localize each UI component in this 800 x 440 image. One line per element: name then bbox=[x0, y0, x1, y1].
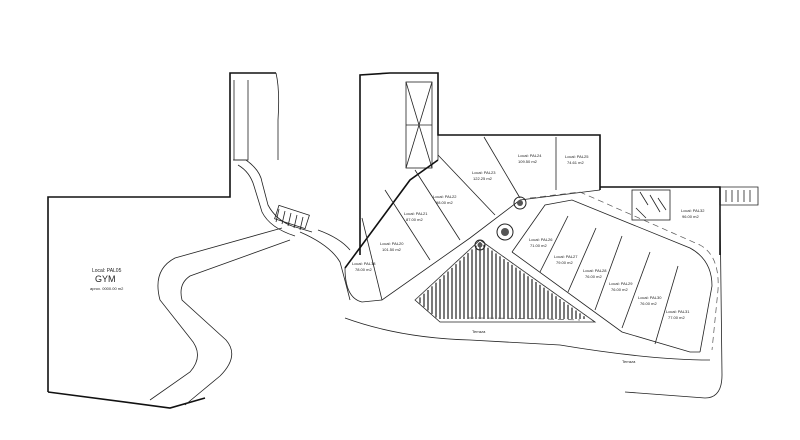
label-pal21-line2: 87.00 m2 bbox=[406, 217, 423, 222]
label-pal24-line2: 109.50 m2 bbox=[518, 159, 538, 164]
central-plaza bbox=[414, 196, 597, 323]
stair-left bbox=[274, 204, 310, 231]
label-pal26-line1: Local: PAL26 bbox=[529, 237, 553, 242]
label-pal29-line1: Local: PAL29 bbox=[609, 281, 633, 286]
label-pal20-line1: Local: PAL20 bbox=[380, 241, 404, 246]
stair-right bbox=[725, 190, 751, 202]
gym-block bbox=[47, 72, 280, 409]
label-pal27-line1: Local: PAL27 bbox=[554, 254, 578, 259]
label-pal32-line2: 96.00 m2 bbox=[682, 214, 699, 219]
label-pal30-line2: 76.00 m2 bbox=[640, 301, 657, 306]
retail-row-lower bbox=[511, 191, 719, 353]
label-pal18-line1: Local: PAL18 bbox=[352, 261, 376, 266]
unit-labels: Local: PAL05 GYM aprox. 0000.00 m2 Local… bbox=[90, 153, 705, 364]
label-pal22-line1: Local: PAL22 bbox=[433, 194, 457, 199]
wc-block bbox=[631, 189, 671, 221]
label-pal28-line1: Local: PAL28 bbox=[583, 268, 607, 273]
label-pal20-line2: 101.50 m2 bbox=[382, 247, 402, 252]
label-pal31-line1: Local: PAL31 bbox=[666, 309, 690, 314]
label-gym-line1: Local: PAL05 bbox=[92, 268, 122, 274]
label-pal21-line1: Local: PAL21 bbox=[404, 211, 428, 216]
plaza-hatching bbox=[419, 242, 585, 319]
label-pal22-line2: 98.00 m2 bbox=[436, 200, 453, 205]
label-pal30-line1: Local: PAL30 bbox=[638, 295, 662, 300]
label-pal18-line2: 78.00 m2 bbox=[355, 267, 372, 272]
label-pal29-line2: 76.00 m2 bbox=[611, 287, 628, 292]
tree-3 bbox=[474, 239, 486, 251]
label-pal25-line2: 74.61 m2 bbox=[567, 160, 584, 165]
label-pal27-line2: 79.00 m2 bbox=[556, 260, 573, 265]
tree-2 bbox=[513, 196, 527, 210]
label-pal23-line1: Local: PAL23 bbox=[472, 170, 496, 175]
retail-row-upper bbox=[344, 135, 601, 303]
label-pal26-line2: 71.00 m2 bbox=[530, 243, 547, 248]
label-terrace-1: Terraza bbox=[472, 329, 486, 334]
corridor-left bbox=[149, 159, 351, 406]
label-pal31-line2: 77.00 m2 bbox=[668, 315, 685, 320]
label-pal28-line2: 76.00 m2 bbox=[585, 274, 602, 279]
label-pal24-line1: Local: PAL24 bbox=[518, 153, 542, 158]
tree-1 bbox=[496, 223, 514, 241]
label-pal32-line1: Local: PAL32 bbox=[681, 208, 705, 213]
label-terrace-2: Terraza bbox=[622, 359, 636, 364]
label-pal25-line1: Local: PAL25 bbox=[565, 154, 589, 159]
label-gym-line2: GYM bbox=[95, 274, 116, 284]
label-gym-line3: aprox. 0000.00 m2 bbox=[90, 286, 124, 291]
central-tower bbox=[359, 72, 601, 255]
label-pal23-line2: 122.25 m2 bbox=[473, 176, 493, 181]
right-wing bbox=[344, 186, 759, 399]
